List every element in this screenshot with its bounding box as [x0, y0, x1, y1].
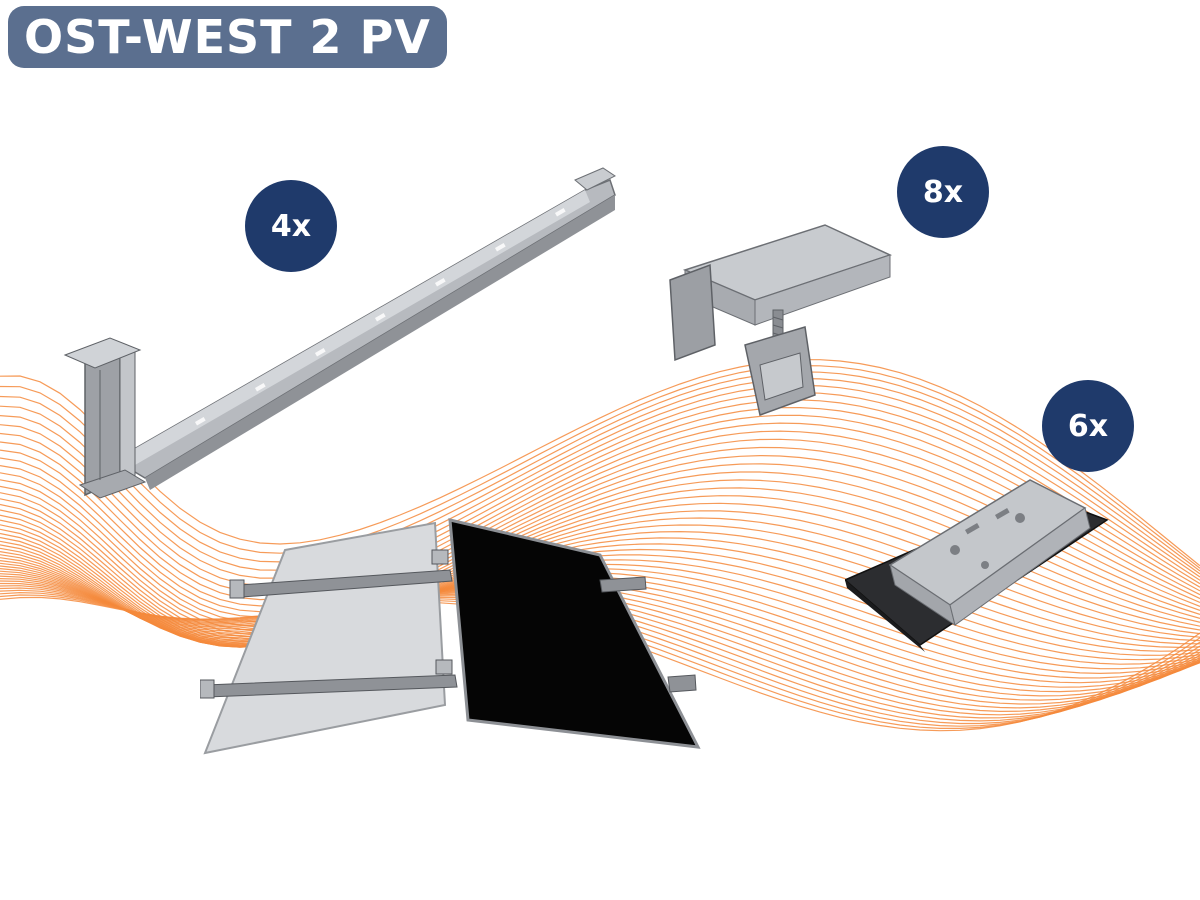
wave-line [0, 399, 1200, 594]
quantity-badge-rail: 4x [245, 180, 337, 272]
solar-panel-icon [200, 518, 701, 755]
wave-line [0, 371, 1200, 572]
wave-line [0, 359, 1200, 567]
wave-line [0, 414, 1200, 607]
end-clamp-icon [669, 224, 893, 416]
base-plate-icon [845, 479, 1109, 652]
quantity-badge-base-plate: 6x [1042, 380, 1134, 472]
title-badge: OST-WEST 2 PV [8, 6, 447, 68]
wave-line [0, 422, 1200, 613]
wave-line [0, 391, 1200, 587]
quantity-badge-clamp: 8x [897, 146, 989, 238]
wave-line [0, 384, 1200, 579]
wave-line [0, 364, 1200, 569]
rail-bracket-icon [63, 167, 616, 499]
wave-line [0, 377, 1200, 575]
wave-line [0, 406, 1200, 601]
page-title: OST-WEST 2 PV [24, 10, 431, 64]
wave-line [0, 430, 1200, 618]
